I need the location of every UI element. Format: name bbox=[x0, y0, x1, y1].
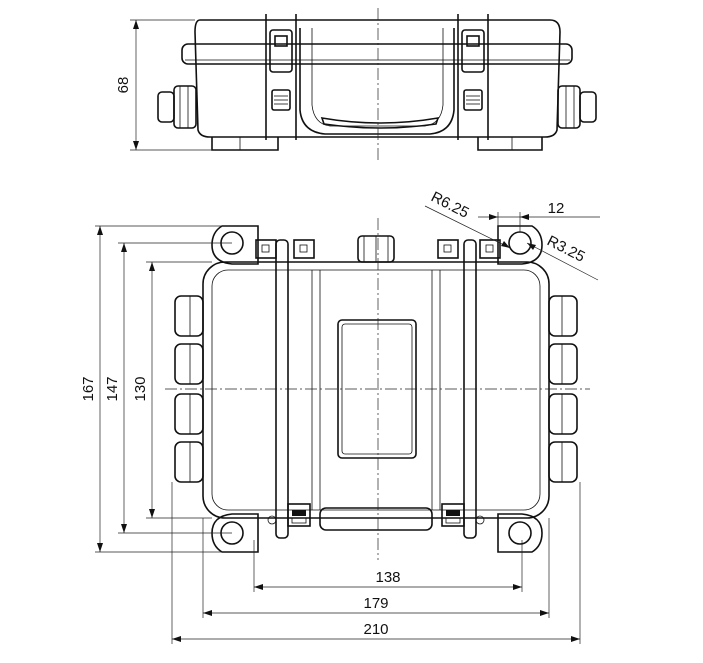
dim-radius-large-label: R6.25 bbox=[428, 188, 471, 221]
side-view-handle bbox=[299, 28, 455, 135]
mounting-ear-top-left bbox=[211, 225, 259, 265]
left-cable-glands bbox=[174, 295, 204, 483]
dim-body-height-label: 130 bbox=[132, 376, 149, 401]
side-view-latch-right bbox=[461, 29, 485, 111]
side-view-gland-left bbox=[157, 85, 197, 129]
dim-hole-height: 147 bbox=[104, 242, 232, 534]
dim-hole-width: 138 bbox=[253, 540, 523, 592]
dim-overall-height: 167 bbox=[80, 225, 222, 553]
side-view-foot-left bbox=[211, 137, 279, 151]
mounting-ear-bottom-right bbox=[475, 513, 543, 553]
side-view: 68 bbox=[115, 8, 597, 160]
dim-hole-height-label: 147 bbox=[104, 376, 121, 401]
dim-body-height: 130 bbox=[132, 261, 212, 519]
side-view-foot-right bbox=[477, 137, 543, 151]
side-view-latch-left bbox=[269, 29, 293, 111]
dim-offset-label: 12 bbox=[548, 200, 565, 217]
plan-body-outer bbox=[202, 261, 550, 519]
right-cable-glands bbox=[548, 295, 578, 483]
dim-overall-height-label: 167 bbox=[80, 376, 97, 401]
dim-offset: 12 bbox=[478, 200, 600, 240]
latch-blocks-bottom bbox=[287, 503, 465, 531]
dim-side-height: 68 bbox=[115, 19, 212, 151]
dim-side-height-label: 68 bbox=[115, 77, 132, 94]
side-view-lid-band bbox=[181, 43, 573, 65]
dim-body-width-label: 179 bbox=[363, 595, 388, 612]
dim-radius-small-label: R3.25 bbox=[544, 232, 587, 265]
dim-radius-small: R3.25 bbox=[526, 232, 599, 281]
dim-overall-width: 210 bbox=[171, 482, 581, 644]
dim-overall-width-label: 210 bbox=[363, 621, 388, 638]
hinge-blocks-top bbox=[255, 239, 501, 259]
dim-hole-width-label: 138 bbox=[375, 569, 400, 586]
top-cable-gland bbox=[357, 235, 395, 263]
plan-view: 167 147 130 138 bbox=[80, 188, 600, 644]
plan-body-inner bbox=[211, 269, 541, 511]
side-view-body bbox=[194, 19, 561, 138]
side-view-gland-right bbox=[557, 85, 597, 129]
dim-body-width: 179 bbox=[202, 518, 550, 618]
